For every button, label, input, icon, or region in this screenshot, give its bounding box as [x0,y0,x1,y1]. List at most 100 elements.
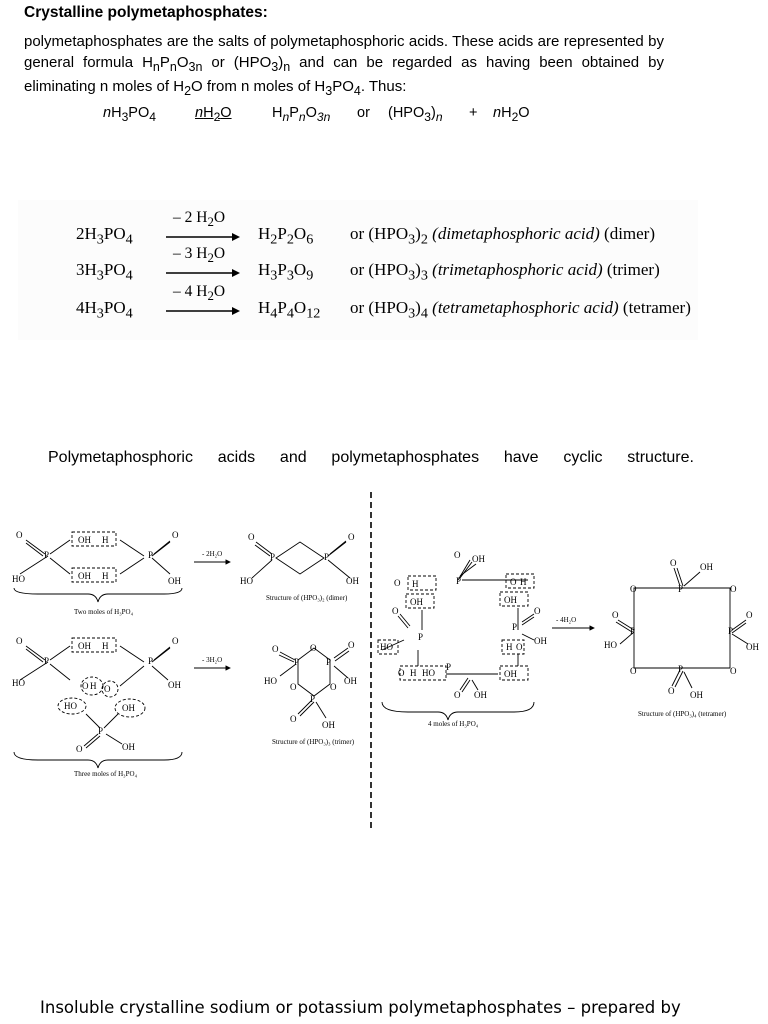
label-ho: HO [64,701,77,711]
label-p: P [678,584,683,594]
label-h: H [506,642,513,652]
label-o: O [392,606,399,616]
label-h: H [102,641,109,651]
label-o: O [730,584,737,594]
label-p: P [98,726,103,736]
label-p: P [294,657,299,667]
label-p: P [512,622,517,632]
label-o: O [290,714,297,724]
label-h: H [102,535,109,545]
general-water: nH2O [493,105,530,124]
label-o: O [746,610,753,620]
label-o: O [172,530,179,540]
trimer-structure [278,647,350,719]
label-ho: HO [12,678,25,688]
label-oh: OH [690,690,703,700]
label-o: O [630,584,637,594]
general-alt-formula: (HPO3)n [388,105,443,124]
general-product: HnPnO3n [272,105,331,124]
cyclic-structure-sentence: Polymetaphosphoric acids and polymetapho… [48,449,694,467]
general-reactant: nH3PO4 [103,105,156,124]
word: have [503,449,539,466]
water-loss-label: – 3 H2O [173,245,226,266]
section-heading: Crystalline polymetaphosphates: [24,4,268,21]
label-oh: OH [410,597,423,607]
tetramer-structure [615,567,749,689]
product-description: or (HPO3)3 (trimetaphosphoric acid) (tri… [350,260,660,284]
label-oh: OH [344,676,357,686]
label-h: H [410,668,417,678]
label-oh: OH [122,703,135,713]
label-oh: OH [122,742,135,752]
structures-diagram: O P HO OH H OH H P O OH O P HO P O OH O … [12,492,759,828]
label-oh: OH [346,576,359,586]
reaction-block: 2H3PO4 – 2 H2O H2P2O6 or (HPO3)2 (dimeta… [18,200,698,340]
general-plus: + [469,105,478,121]
label-o: O [272,644,279,654]
dimer-structure [251,540,351,579]
label-o: O [534,606,541,616]
label-oh: OH [700,562,713,572]
label-o: O [82,681,89,691]
label-p: P [446,662,451,672]
label-ho: HO [240,576,253,586]
word: acids [217,449,256,466]
label-oh: OH [168,576,181,586]
word: structure. [627,449,694,466]
label-oh: OH [78,641,91,651]
label-h: H [520,577,527,587]
label-p: P [326,657,331,667]
label-oh: OH [168,680,181,690]
caption-trimer: Structure of (HPO₃)₃ (trimer) [272,738,355,746]
caption-tetramer: Structure of (HPO₃)₄ (tetramer) [638,710,727,718]
product-description: or (HPO3)4 (tetrametaphosphoric acid) (t… [350,298,691,322]
label-oh: OH [78,535,91,545]
label-p: P [678,664,683,674]
label-o: O [76,744,83,754]
label-p: P [456,576,461,586]
label-p: P [270,552,275,562]
label-ho: HO [264,676,277,686]
label-p: P [728,626,733,636]
label-h: H [90,681,97,691]
reactant: 3H3PO4 [76,260,133,284]
label-o: O [330,682,337,692]
product-description: or (HPO3)2 (dimetaphosphoric acid) (dime… [350,224,656,248]
label-p: P [310,694,315,704]
label-o: O [730,666,737,676]
label-o: O [310,643,317,653]
label-o: O [668,686,675,696]
label-p: P [148,550,153,560]
label-p: P [630,626,635,636]
label-o: O [398,668,405,678]
trimer-loss-label: - 3H₂O [202,656,222,664]
intro-paragraph: polymetaphosphates are the salts of poly… [24,33,664,98]
caption-three-moles: Three moles of H₃PO₄ [74,770,138,778]
label-o: O [454,690,461,700]
label-oh: OH [504,669,517,679]
label-o: O [510,577,517,587]
label-ho: HO [12,574,25,584]
label-oh: OH [534,636,547,646]
label-oh: OH [504,595,517,605]
tetramer-loss-label: - 4H₂O [556,616,576,624]
general-equation: nH3PO4 nH2O HnPnO3n or (HPO3)n + nH2O [0,105,768,127]
dimer-loss-label: - 2H₂O [202,550,222,558]
label-oh: OH [746,642,759,652]
word: polymetaphosphates [331,449,480,466]
label-o: O [454,550,461,560]
caption-four-moles: 4 moles of H₃PO₄ [428,720,479,728]
reactant: 4H3PO4 [76,298,133,322]
label-o: O [172,636,179,646]
reaction-row-dimer: 2H3PO4 – 2 H2O H2P2O6 or (HPO3)2 (dimeta… [18,209,698,248]
label-o: O [670,558,677,568]
product-formula: H2P2O6 [258,224,314,248]
general-water-loss: nH2O [195,105,232,124]
label-o: O [104,684,111,694]
label-ho: HO [380,642,393,652]
reaction-row-tetramer: 4H3PO4 – 4 H2O H4P4O12 or (HPO3)4 (tetra… [18,283,698,322]
label-o: O [394,578,401,588]
label-o: O [16,530,23,540]
reaction-arrow [166,307,240,315]
label-oh: OH [78,571,91,581]
